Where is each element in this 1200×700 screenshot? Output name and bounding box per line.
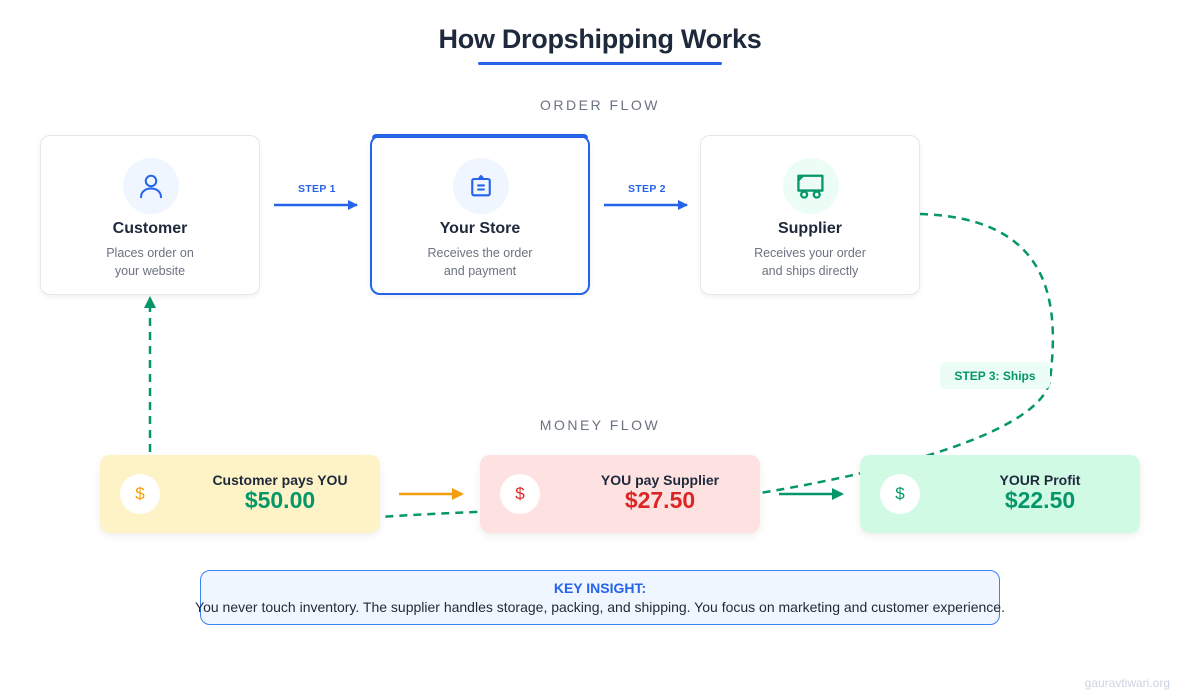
dollar-icon: $ [500, 474, 540, 514]
store-desc-line1: Receives the order [427, 246, 533, 260]
customer-card: Customer Places order on your website [40, 135, 260, 295]
step2-label: STEP 2 [628, 183, 666, 195]
supplier-title: Supplier [777, 220, 842, 237]
store-desc-line2: and payment [443, 264, 517, 278]
dollar-icon: $ [120, 474, 160, 514]
your-store-card: Your Store Receives the order and paymen… [370, 134, 590, 295]
customer-desc: Places order on your website [41, 244, 259, 280]
supplier-desc: Receives your order and ships directly [701, 244, 919, 280]
customer-desc-line2: your website [114, 264, 186, 278]
user-icon [123, 158, 179, 214]
page-title: How Dropshipping Works [438, 24, 762, 54]
site-watermark: gauravtiwari.org [1084, 676, 1170, 690]
dollar-icon: $ [880, 474, 920, 514]
key-insight-text: You never touch inventory. The supplier … [195, 599, 1005, 615]
store-bag-icon [453, 158, 509, 214]
your-profit-box: $ YOUR Profit $22.50 [860, 455, 1140, 533]
customer-title: Customer [112, 220, 188, 237]
your-profit-label: YOUR Profit [999, 472, 1081, 488]
store-desc: Receives the order and payment [372, 244, 588, 280]
active-topbar [372, 134, 588, 138]
you-pay-supplier-label: YOU pay Supplier [600, 472, 720, 488]
supplier-desc-line1: Receives your order [754, 246, 866, 260]
supplier-desc-line2: and ships directly [761, 264, 859, 278]
your-profit-amount: $22.50 [1004, 487, 1076, 513]
customer-pays-label: Customer pays YOU [212, 472, 348, 488]
key-insight-box [200, 570, 1000, 625]
title-underline [478, 62, 722, 65]
step1-label: STEP 1 [298, 183, 336, 195]
order-flow-label: ORDER FLOW [540, 97, 660, 113]
truck-icon [783, 158, 839, 214]
supplier-card: Supplier Receives your order and ships d… [700, 135, 920, 295]
customer-pays-box: $ Customer pays YOU $50.00 [100, 455, 380, 533]
key-insight-title: KEY INSIGHT: [553, 580, 647, 596]
customer-desc-line1: Places order on [106, 246, 194, 260]
money-flow-label: MONEY FLOW [539, 417, 661, 433]
step3-label: STEP 3: Ships [940, 362, 1050, 389]
you-pay-supplier-amount: $27.50 [624, 487, 696, 513]
customer-pays-amount: $50.00 [244, 487, 316, 513]
store-title: Your Store [439, 220, 521, 237]
you-pay-supplier-box: $ YOU pay Supplier $27.50 [480, 455, 760, 533]
